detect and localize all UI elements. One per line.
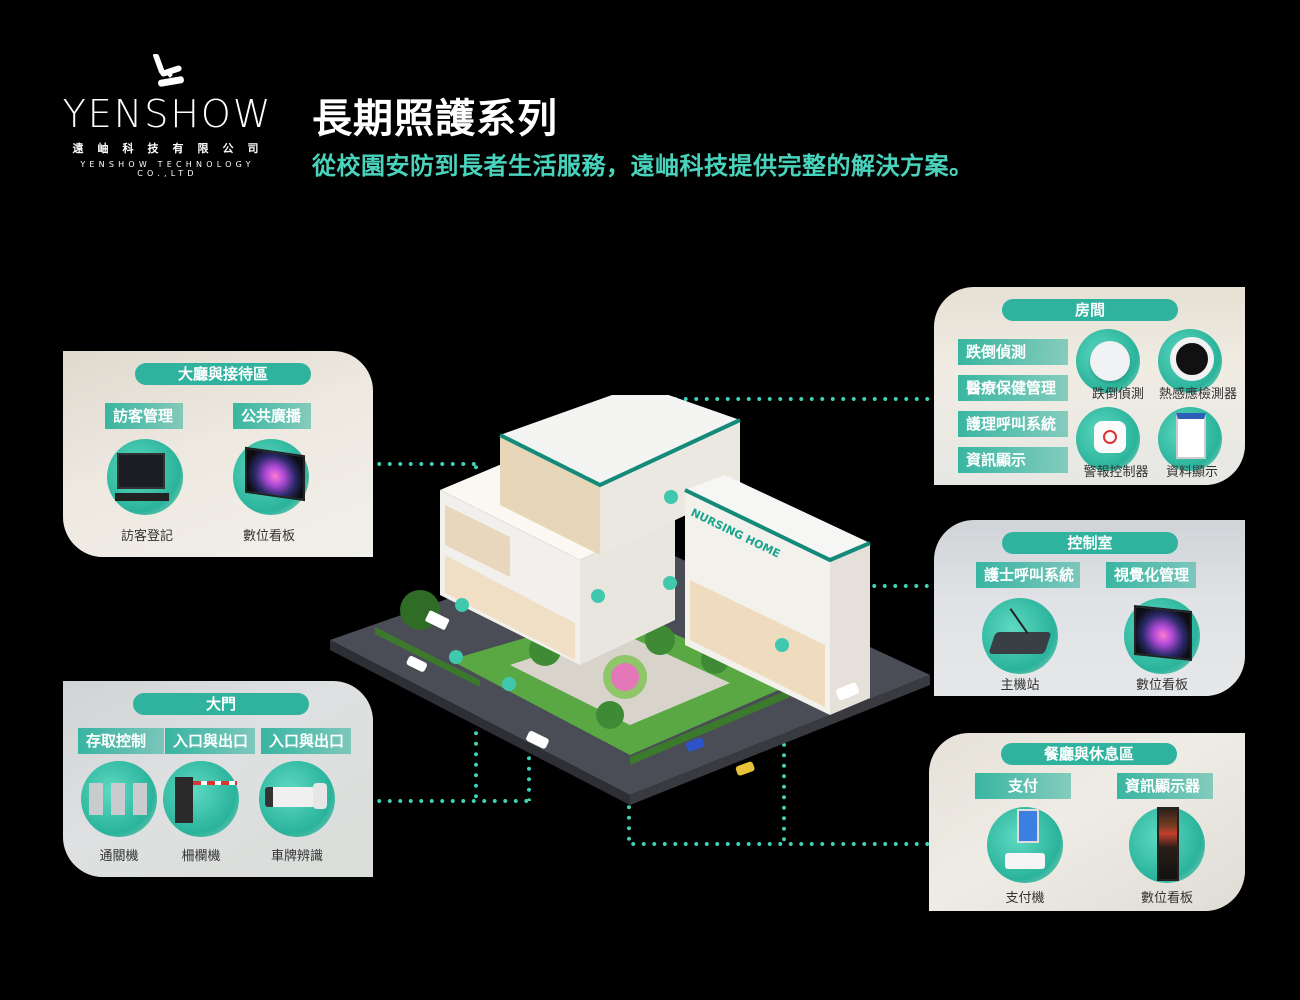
device-payment-kiosk[interactable] <box>987 807 1063 883</box>
lpr-camera-icon <box>265 787 315 807</box>
company-name-en: YENSHOW TECHNOLOGY CO.,LTD <box>80 160 255 178</box>
hotspot-control-room[interactable] <box>663 576 677 590</box>
payment-kiosk-icon <box>1017 809 1039 843</box>
logo-wordmark: YENSHOW <box>62 92 273 136</box>
nursing-home-illustration: NURSING HOME <box>330 385 930 835</box>
company-logo: YENSHOW 遠岫科技有限公司 YENSHOW TECHNOLOGY CO.,… <box>50 52 285 178</box>
device-visitor-kiosk[interactable] <box>107 439 183 515</box>
connector-lobby <box>374 462 476 466</box>
company-name-cn: 遠岫科技有限公司 <box>72 142 273 155</box>
page-title: 長期照護系列 <box>312 96 558 142</box>
hotspot-rooftop-room[interactable] <box>664 490 678 504</box>
panel-room-title: 房間 <box>1002 299 1178 321</box>
device-data-display[interactable] <box>1158 407 1222 471</box>
device-lpr-camera[interactable] <box>259 761 335 837</box>
tag-information-display: 資訊顯示 <box>958 447 1068 473</box>
device-thermal-sensor[interactable] <box>1158 329 1222 393</box>
fall-sensor-icon <box>1090 341 1130 381</box>
visitor-kiosk-icon <box>117 453 165 489</box>
digital-signage-icon <box>1134 604 1192 662</box>
hotspot-lobby[interactable] <box>455 598 469 612</box>
tag-nurse-call-system: 護理呼叫系統 <box>958 411 1068 437</box>
caption-fall-detection: 跌倒偵測 <box>1091 387 1144 402</box>
isometric-campus-icon: NURSING HOME <box>330 385 930 805</box>
device-digital-signage[interactable] <box>1124 598 1200 674</box>
tag-information-display: 資訊顯示器 <box>1117 773 1213 799</box>
master-station-icon <box>988 632 1052 654</box>
caption-digital-signage: 數位看板 <box>242 529 295 544</box>
device-master-station[interactable] <box>982 598 1058 674</box>
tag-fall-detection: 跌倒偵測 <box>958 339 1068 365</box>
turnstile-icon <box>89 783 149 815</box>
panel-control-room[interactable]: 控制室 護士呼叫系統 視覺化管理 主機站 數位看板 <box>934 520 1245 696</box>
hotspot-dining[interactable] <box>591 589 605 603</box>
panel-gate[interactable]: 大門 存取控制 入口與出口 入口與出口 通關機 柵欄機 車牌辨識 <box>63 681 373 877</box>
device-digital-signage[interactable] <box>233 439 309 515</box>
tag-entry-exit-2: 入口與出口 <box>261 728 351 754</box>
panel-lobby-title: 大廳與接待區 <box>135 363 311 385</box>
data-display-icon <box>1176 413 1206 459</box>
tag-access-control: 存取控制 <box>78 728 164 754</box>
caption-digital-signage: 數位看板 <box>1135 678 1188 693</box>
hotspot-activity-area[interactable] <box>775 638 789 652</box>
panel-gate-title: 大門 <box>133 693 309 715</box>
caption-turnstile: 通關機 <box>99 849 139 864</box>
panel-room[interactable]: 房間 跌倒偵測 醫療保健管理 護理呼叫系統 資訊顯示 跌倒偵測 熱感應檢測器 警… <box>934 287 1245 485</box>
caption-visitor-registration: 訪客登記 <box>120 529 173 544</box>
tag-payment: 支付 <box>975 773 1071 799</box>
page-subtitle: 從校園安防到長者生活服務，遠岫科技提供完整的解決方案。 <box>312 152 974 180</box>
caption-alarm-controller: 警報控制器 <box>1083 465 1149 480</box>
tag-entry-exit-1: 入口與出口 <box>165 728 255 754</box>
connector-dining <box>628 842 930 846</box>
device-barrier-gate[interactable] <box>163 761 239 837</box>
connector-gate-v1 <box>474 665 478 801</box>
device-standing-signage[interactable] <box>1129 807 1205 883</box>
panel-dining-title: 餐廳與休息區 <box>1001 743 1177 765</box>
connector-gate <box>374 799 530 803</box>
caption-license-plate-recognition: 車牌辨識 <box>270 849 323 864</box>
device-fall-sensor[interactable] <box>1076 329 1140 393</box>
device-alarm-controller[interactable] <box>1076 407 1140 471</box>
device-turnstile[interactable] <box>81 761 157 837</box>
digital-signage-icon <box>245 446 305 502</box>
caption-thermal-detector: 熱感應檢測器 <box>1158 387 1237 402</box>
tag-public-broadcast: 公共廣播 <box>233 403 311 429</box>
thermal-sensor-icon <box>1170 337 1214 381</box>
connector-dining-v2 <box>782 645 786 844</box>
tag-nurse-call-system: 護士呼叫系統 <box>976 562 1080 588</box>
tag-visitor-management: 訪客管理 <box>105 403 183 429</box>
panel-lobby[interactable]: 大廳與接待區 訪客管理 公共廣播 訪客登記 數位看板 <box>63 351 373 557</box>
caption-data-display: 資料顯示 <box>1165 465 1218 480</box>
panel-control-room-title: 控制室 <box>1002 532 1178 554</box>
tag-healthcare-management: 醫療保健管理 <box>958 375 1068 401</box>
connector-room <box>670 397 934 401</box>
yenshow-logo-icon <box>148 52 188 90</box>
hotspot-parking[interactable] <box>502 677 516 691</box>
caption-digital-signage: 數位看板 <box>1140 891 1193 906</box>
standing-signage-icon <box>1157 807 1179 881</box>
tag-visual-management: 視覺化管理 <box>1106 562 1196 588</box>
hotspot-gate[interactable] <box>449 650 463 664</box>
caption-barrier-gate: 柵欄機 <box>181 849 221 864</box>
panel-dining[interactable]: 餐廳與休息區 支付 資訊顯示器 支付機 數位看板 <box>929 733 1245 911</box>
caption-master-station: 主機站 <box>1000 678 1040 693</box>
barrier-gate-icon <box>175 777 193 823</box>
caption-payment-kiosk: 支付機 <box>1005 891 1045 906</box>
